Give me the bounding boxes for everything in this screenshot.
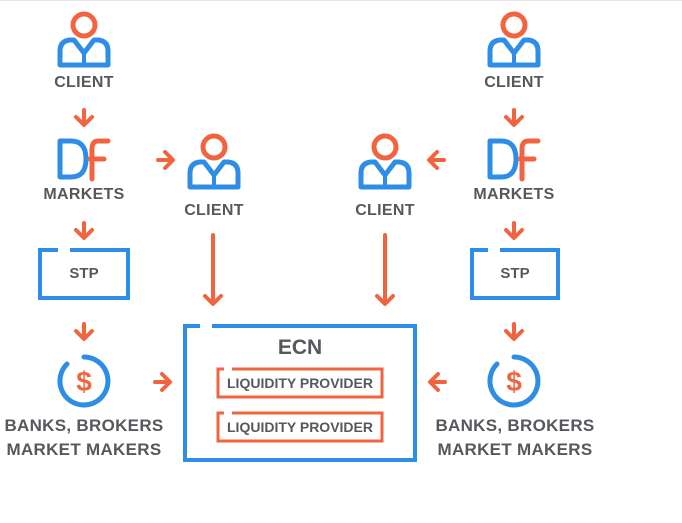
client-label-middle-right: CLIENT [355, 202, 415, 219]
dollar-coin-icon [60, 357, 108, 405]
person-icon [190, 136, 238, 187]
banks-label-right-line2: MARKET MAKERS [437, 440, 593, 459]
banks-label-right-line1: BANKS, BROKERS [435, 416, 595, 435]
stp-label-left: STP [69, 265, 99, 282]
client-label-left: CLIENT [54, 74, 114, 91]
ecn-title: ECN [277, 336, 323, 359]
banks-label-left-line2: MARKET MAKERS [6, 440, 162, 459]
person-icon [361, 136, 409, 187]
person-icon [60, 14, 108, 65]
df-markets-logo-icon [490, 141, 538, 179]
person-icon [490, 14, 538, 65]
stp-label-right: STP [500, 265, 530, 282]
arrow-icon [504, 221, 524, 240]
ecn-box [183, 324, 417, 462]
arrow-icon [74, 108, 94, 127]
banks-label-left-line1: BANKS, BROKERS [4, 416, 164, 435]
arrow-icon [74, 221, 94, 240]
liquidity-provider-label: LIQUIDITY PROVIDER [227, 375, 373, 391]
arrow-icon [504, 322, 524, 341]
arrow-icon [153, 372, 172, 392]
arrow-icon [156, 150, 175, 170]
stp-box-right [470, 248, 560, 300]
arrow-icon [428, 372, 447, 392]
top-divider [0, 0, 682, 1]
liquidity-provider-label: LIQUIDITY PROVIDER [227, 419, 373, 435]
arrow-icon [504, 108, 524, 127]
arrow-icon [74, 322, 94, 341]
arrow-icon [427, 150, 446, 170]
client-label-right: CLIENT [484, 74, 544, 91]
dollar-coin-icon [490, 357, 538, 405]
markets-label-right: MARKETS [473, 186, 555, 203]
arrow-icon [203, 287, 223, 306]
markets-label-left: MARKETS [43, 186, 125, 203]
client-label-middle-left: CLIENT [184, 202, 244, 219]
stp-box-left [38, 248, 130, 300]
df-markets-logo-icon [60, 141, 108, 179]
arrow-icon [375, 287, 395, 306]
